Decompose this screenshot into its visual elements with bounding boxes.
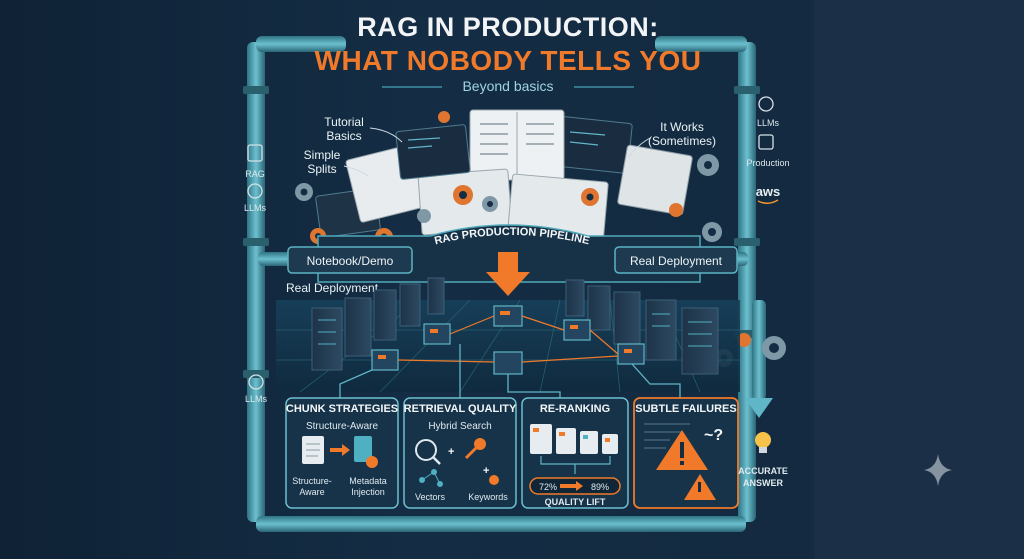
real-deployment-area-label: Real Deployment: [286, 281, 379, 295]
aws-logo: aws: [756, 184, 781, 199]
callout-sometimes: (Sometimes): [648, 134, 716, 148]
stage-subtitle: Hybrid Search: [428, 421, 491, 432]
globe-icon: [248, 374, 264, 390]
item-label: Metadata: [349, 476, 387, 486]
quality-to: 89%: [591, 482, 609, 492]
svg-text:+: +: [483, 465, 489, 477]
result-line-1: ACCURATE: [738, 466, 788, 476]
stage-subtitle: Structure-Aware: [306, 421, 379, 432]
result-line-2: ANSWER: [743, 478, 783, 488]
accurate-answer: ACCURATE ANSWER: [738, 432, 788, 488]
lightbulb-icon: [755, 432, 771, 448]
item-label: Keywords: [468, 492, 508, 502]
left-rag-label: RAG: [245, 169, 265, 179]
callout-it-works: It Works: [660, 120, 704, 134]
pipeline-bar: Notebook/Demo Real Deployment RAG PRODUC…: [287, 224, 738, 296]
stage-subtle-failures: SUBTLE FAILURES ~?: [633, 397, 739, 509]
subtitle: Beyond basics: [462, 78, 553, 94]
callout-tutorial: Tutorial: [324, 115, 364, 129]
real-deployment-bar-label: Real Deployment: [630, 254, 723, 268]
stage-re-ranking: RE-RANKING 72% 89% QUALITY LIFT: [521, 397, 629, 509]
sparkle-icon: [924, 454, 952, 486]
brain-icon: [247, 183, 263, 199]
right-production-label: Production: [746, 158, 789, 168]
search-icon: [415, 439, 437, 461]
key-icon: [489, 475, 499, 485]
left-llms-label: LLMs: [244, 203, 267, 213]
title-line-1: RAG IN PRODUCTION:: [357, 12, 659, 42]
item-label: Aware: [299, 487, 324, 497]
svg-text:+: +: [448, 446, 454, 458]
left-llms-lower-label: LLMs: [245, 394, 268, 404]
svg-text:~?: ~?: [704, 427, 723, 444]
stage-title: CHUNK STRATEGIES: [286, 403, 398, 415]
left-side-icons: RAG LLMs LLMs: [244, 144, 268, 404]
stage-retrieval-quality: RETRIEVAL QUALITY Hybrid Search + + Vect…: [403, 397, 517, 509]
stage-title: RETRIEVAL QUALITY: [404, 403, 517, 415]
stage-chunk-strategies: CHUNK STRATEGIES Structure-Aware Structu…: [285, 397, 399, 509]
datacenter-area: Real Deployment: [276, 277, 740, 398]
key-icon: [474, 438, 486, 450]
stage-title: SUBTLE FAILURES: [635, 403, 736, 415]
item-label: Structure-: [292, 476, 332, 486]
right-empty-panel: [815, 0, 1024, 559]
title-line-2: WHAT NOBODY TELLS YOU: [315, 45, 702, 76]
item-label: Injection: [351, 487, 385, 497]
callout-basics: Basics: [326, 129, 361, 143]
ranked-cards: [530, 424, 618, 454]
arrow-right-icon: [330, 444, 350, 456]
item-label: Vectors: [415, 492, 446, 502]
tag-icon: [366, 456, 378, 468]
right-side-icons: LLMs Production aws: [746, 96, 790, 204]
callout-splits: Splits: [307, 162, 336, 176]
document-icon: [354, 436, 372, 462]
quality-from: 72%: [539, 482, 557, 492]
callout-simple: Simple: [304, 148, 341, 162]
quality-lift-label: QUALITY LIFT: [545, 497, 606, 507]
notebook-demo-label: Notebook/Demo: [307, 254, 394, 268]
server-icon: [758, 134, 774, 150]
stage-title: RE-RANKING: [540, 403, 610, 415]
lightbulb-icon: [758, 96, 774, 112]
right-llms-label: LLMs: [757, 118, 780, 128]
books-pile: [315, 109, 693, 241]
document-icon: [247, 144, 263, 162]
